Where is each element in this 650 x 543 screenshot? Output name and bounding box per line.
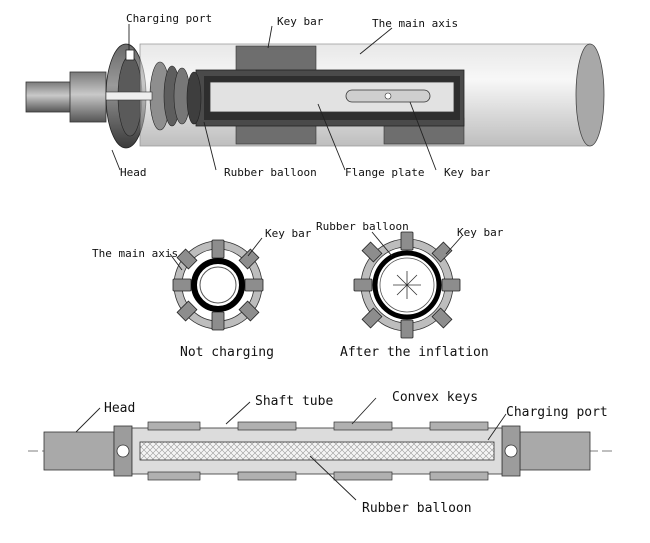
inflation-arrows-icon: [393, 271, 421, 299]
label-rubber-balloon-mid: Rubber balloon: [316, 220, 409, 233]
cross-section-after-inflation: [353, 231, 461, 339]
label-head-top: Head: [120, 166, 147, 179]
label-rubber-balloon-top: Rubber balloon: [224, 166, 317, 179]
caption-not-charging: Not charging: [180, 345, 274, 360]
bottom-leader-lines: [75, 397, 507, 501]
label-key-bar-mid-left: Key bar: [265, 227, 312, 240]
label-key-bar-top: Key bar: [277, 15, 324, 28]
bottom-shaft-section: [28, 421, 612, 481]
label-charging-port-bottom: Charging port: [506, 405, 608, 420]
label-flange-plate: Flange plate: [345, 166, 424, 179]
label-key-bar-mid-right: Key bar: [457, 226, 504, 239]
label-head-bottom: Head: [104, 401, 135, 416]
label-convex-keys: Convex keys: [392, 390, 478, 405]
label-key-bar-right: Key bar: [444, 166, 491, 179]
label-main-axis-top: The main axis: [372, 17, 458, 30]
top-shaft-illustration: [25, 43, 605, 149]
cross-section-not-charging: [172, 239, 264, 331]
label-charging-port-top: Charging port: [126, 12, 212, 25]
caption-after-inflation: After the inflation: [340, 345, 489, 360]
label-rubber-balloon-bottom: Rubber balloon: [362, 501, 472, 516]
label-shaft-tube: Shaft tube: [255, 394, 333, 409]
middle-leader-lines: [169, 231, 463, 271]
top-leader-lines: [111, 24, 437, 171]
label-main-axis-mid: The main axis: [92, 247, 178, 260]
